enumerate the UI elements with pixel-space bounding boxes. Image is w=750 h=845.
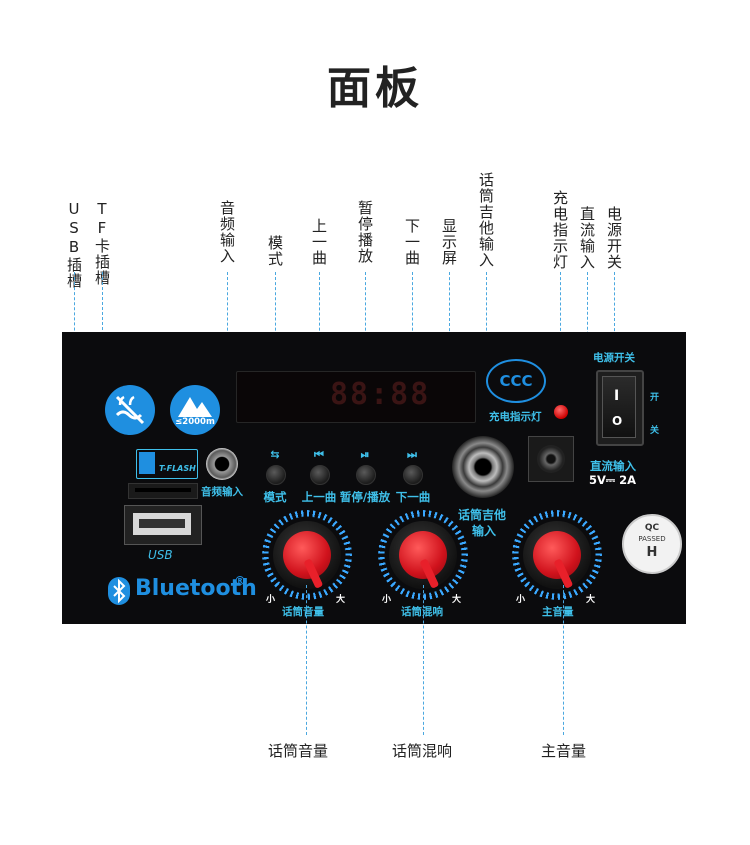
- prev-label: 上一曲: [301, 490, 337, 504]
- label-dc-in: 直流输入: [578, 206, 596, 270]
- bottom-label-mic-reverb: 话筒混响: [392, 742, 453, 760]
- mic-volume-label: 话筒音量: [282, 606, 324, 618]
- mic-reverb-min: 小: [382, 595, 392, 605]
- mode-label: 模式: [263, 490, 287, 504]
- leader-mic-volume: [306, 585, 307, 735]
- next-label: 下一曲: [395, 490, 431, 504]
- mic-reverb-max: 大: [452, 595, 462, 605]
- dc-spec: 5V⎓ 2A: [589, 473, 636, 487]
- tf-logo: T-FLASH: [136, 449, 198, 479]
- power-switch-label: 电源开关: [593, 352, 635, 364]
- dc-in-label: 直流输入: [590, 459, 636, 473]
- bluetooth-text: Bluetooth: [135, 576, 257, 601]
- prev-icon: ⏮: [314, 448, 324, 461]
- tf-card-slot[interactable]: [128, 483, 198, 499]
- guitar-in-label-1: 话筒吉他: [458, 508, 507, 522]
- play-pause-label: 暂停/播放: [339, 490, 391, 504]
- label-play-pause: 暂停播放: [356, 200, 374, 264]
- qc-sticker: QC PASSED H: [622, 514, 682, 574]
- audio-in-label: 音频输入: [201, 486, 243, 498]
- charge-light-label: 充电指示灯: [489, 411, 542, 423]
- play-pause-button[interactable]: [356, 465, 376, 485]
- bottom-label-mic-volume: 话筒音量: [268, 742, 329, 760]
- label-prev: 上一曲: [310, 218, 328, 266]
- leader-mic-reverb: [423, 585, 424, 735]
- mic-guitar-jack[interactable]: [452, 436, 514, 498]
- mic-volume-min: 小: [266, 595, 276, 605]
- switch-off-label: 关: [650, 426, 660, 436]
- label-audio-in: 音频输入: [218, 200, 236, 264]
- label-display: 显示屏: [440, 218, 458, 266]
- led-display: [236, 371, 476, 423]
- master-volume-cap: [533, 531, 581, 579]
- no-water-icon: [105, 385, 155, 435]
- switch-off-symbol: O: [612, 414, 623, 428]
- guitar-in-label-2: 输入: [472, 524, 497, 538]
- prev-button[interactable]: [310, 465, 330, 485]
- next-button[interactable]: [403, 465, 423, 485]
- master-volume-label: 主音量: [542, 606, 574, 618]
- mic-reverb-label: 话筒混响: [401, 606, 443, 618]
- power-rocker[interactable]: [602, 376, 636, 438]
- altitude-text: ≤2000m: [175, 417, 215, 427]
- charge-led: [554, 405, 568, 419]
- bluetooth-reg: ®: [234, 574, 246, 588]
- label-next: 下一曲: [403, 218, 421, 266]
- label-power-switch: 电源开关: [605, 206, 623, 270]
- dc-in-jack[interactable]: [528, 436, 574, 482]
- master-volume-min: 小: [516, 595, 526, 605]
- display-digits: 88:88: [330, 377, 431, 412]
- sd-card-icon: [139, 452, 155, 474]
- label-mic-guitar-in: 话筒吉他输入: [477, 172, 495, 268]
- next-icon: ⏭: [407, 448, 417, 461]
- label-charge-light: 充电指示灯: [551, 190, 569, 270]
- usb-label: USB: [148, 548, 173, 562]
- mode-icon: ⇆: [270, 448, 280, 461]
- bluetooth-icon: [108, 577, 130, 605]
- altitude-icon: ≤2000m: [170, 385, 220, 435]
- qc-letter: H: [646, 545, 658, 560]
- leader-display: [449, 272, 450, 372]
- qc-top: QC: [644, 523, 660, 533]
- mic-volume-cap: [283, 531, 331, 579]
- tf-logo-text: T-FLASH: [159, 464, 196, 473]
- ccc-logo: CCC: [486, 359, 546, 403]
- play-pause-icon: ⏯: [360, 448, 370, 461]
- qc-mid: PASSED: [638, 535, 666, 543]
- switch-on-symbol: I: [614, 388, 620, 404]
- page-title: 面板: [327, 63, 423, 114]
- leader-master-volume: [563, 585, 564, 735]
- audio-in-jack[interactable]: [206, 448, 238, 480]
- label-tf-slot: TF卡插槽: [93, 200, 111, 286]
- mic-reverb-cap: [399, 531, 447, 579]
- label-usb-slot: USB插槽: [65, 200, 83, 289]
- label-mode: 模式: [266, 235, 284, 267]
- switch-on-label: 开: [650, 393, 660, 403]
- master-volume-max: 大: [586, 595, 596, 605]
- mode-button[interactable]: [266, 465, 286, 485]
- mic-volume-max: 大: [336, 595, 346, 605]
- usb-port[interactable]: [124, 505, 202, 545]
- leader-power: [614, 272, 615, 372]
- bottom-label-master-volume: 主音量: [541, 742, 587, 760]
